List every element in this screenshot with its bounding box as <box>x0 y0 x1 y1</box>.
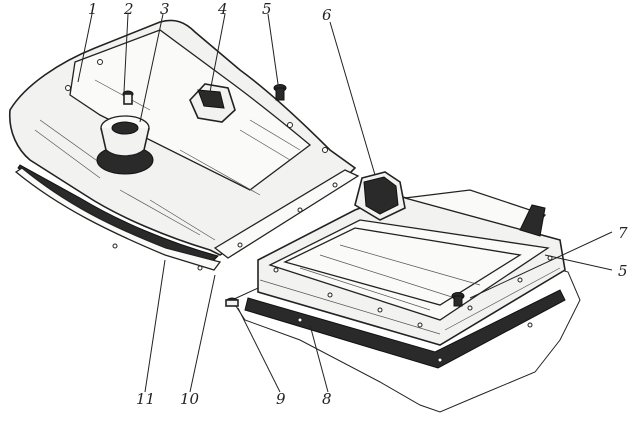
callout-7: 7 <box>618 224 628 242</box>
bolt-top <box>273 84 287 101</box>
drain-plug <box>225 297 239 307</box>
leader-lines <box>77 13 613 393</box>
bolt-tank <box>451 292 465 307</box>
left-gasket-strip-lower <box>14 167 222 271</box>
callout-2: 2 <box>123 0 134 18</box>
callout-1: 1 <box>88 0 98 18</box>
tank-assembly <box>231 189 581 413</box>
tank-sender <box>354 171 406 221</box>
tank-holes <box>273 255 553 363</box>
callout-9: 9 <box>276 390 286 408</box>
top-cover-panel <box>8 19 360 271</box>
filler-neck <box>96 115 154 175</box>
tank-clip <box>519 204 546 237</box>
tank-gasket <box>244 289 566 369</box>
callout-5-top: 5 <box>262 0 272 18</box>
tank-raised-plate <box>283 227 522 306</box>
callout-8: 8 <box>322 390 332 408</box>
sender-boss <box>189 83 236 123</box>
callout-6: 6 <box>322 6 332 24</box>
callout-4: 4 <box>217 0 228 18</box>
small-stud <box>122 90 134 105</box>
callout-5-tank: 5 <box>618 262 628 280</box>
callout-11: 11 <box>136 390 155 408</box>
top-cover-shading <box>34 79 301 241</box>
tank-tab <box>404 189 547 233</box>
callout-labels: 1 2 3 4 5 6 7 5 8 9 10 11 <box>88 0 628 408</box>
top-cover-holes <box>65 59 338 271</box>
top-cover-flange <box>213 169 360 259</box>
callout-3: 3 <box>160 0 170 18</box>
callout-10: 10 <box>180 390 200 408</box>
tank-shading <box>259 244 561 335</box>
